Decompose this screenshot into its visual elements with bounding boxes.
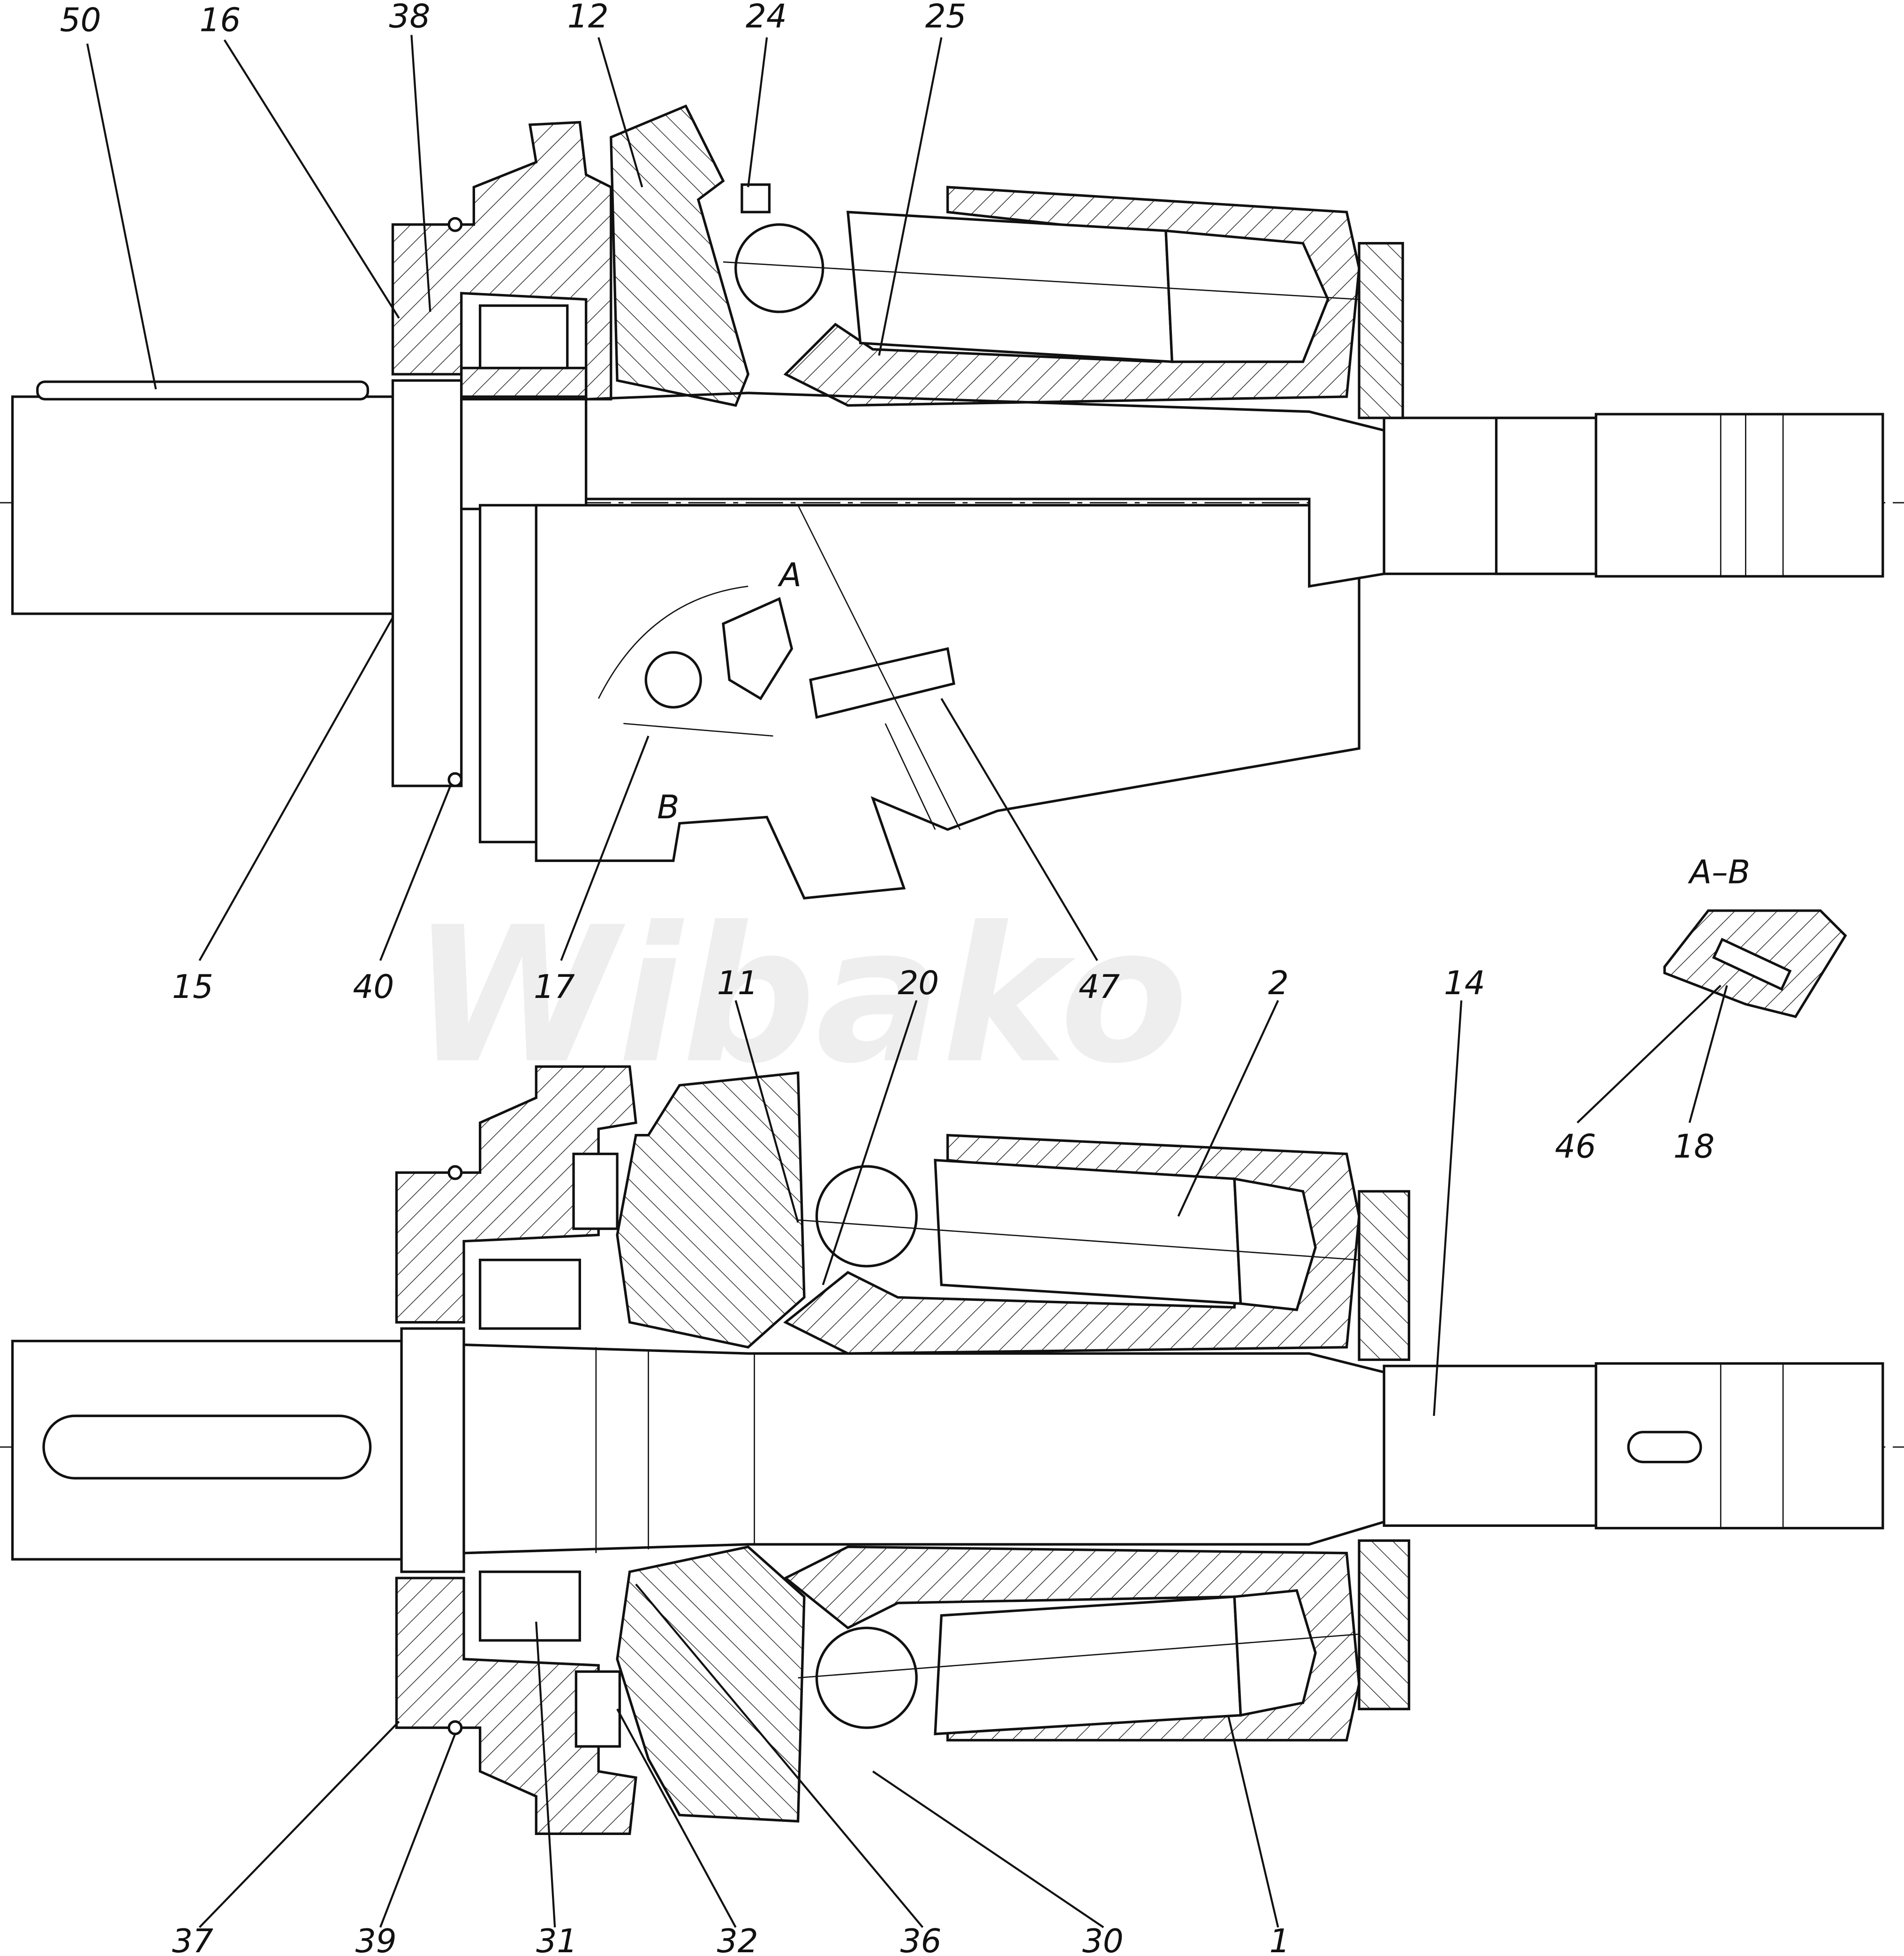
callout-2: 2	[1268, 965, 1289, 1002]
keyway	[42, 1414, 372, 1480]
callout-30: 30	[1082, 1923, 1124, 1956]
bottom-view	[0, 1065, 1904, 1835]
section-marker-b: B	[657, 789, 679, 826]
callout-14: 14	[1444, 965, 1485, 1002]
callout-25: 25	[925, 0, 967, 36]
watermark: Wibako	[411, 887, 1188, 1105]
callout-24: 24	[746, 0, 787, 36]
callout-50: 50	[60, 1, 101, 39]
callout-32: 32	[717, 1923, 758, 1956]
shaft-key	[36, 380, 370, 400]
callout-16: 16	[199, 1, 241, 39]
end-cover	[1358, 242, 1404, 419]
swash-plate	[616, 1071, 806, 1349]
callout-17: 17	[534, 968, 575, 1006]
callout-20: 20	[898, 965, 939, 1002]
bearing-housing	[391, 121, 612, 400]
callout-38: 38	[389, 0, 431, 36]
bearing-housing-lower	[395, 1577, 637, 1835]
callout-1: 1	[1269, 1923, 1290, 1956]
callout-39: 39	[355, 1923, 397, 1956]
bottom-callouts: 11 20 2 14 37 39 31 32 36 30 1	[172, 965, 1485, 1956]
output-shaft	[1383, 1365, 1597, 1527]
top-view: A B	[0, 104, 1904, 900]
section-marker-a: A	[778, 557, 801, 594]
callout-18: 18	[1673, 1128, 1715, 1166]
callout-46: 46	[1555, 1128, 1596, 1166]
swash-plate	[610, 104, 750, 407]
drive-shaft-end	[11, 395, 400, 615]
callout-40: 40	[353, 968, 394, 1006]
section-title: A–B	[1688, 853, 1750, 891]
callout-11: 11	[717, 965, 758, 1002]
callout-37: 37	[172, 1923, 213, 1956]
callout-31: 31	[536, 1923, 577, 1956]
section-detail-a-b: A–B 46 18	[1555, 853, 1847, 1166]
callout-15: 15	[172, 968, 213, 1006]
top-callouts: 50 16 38 12 24 25 15 40 17 47	[60, 0, 1120, 1006]
callout-47: 47	[1079, 968, 1120, 1006]
callout-12: 12	[567, 0, 609, 36]
bearing-housing	[395, 1065, 637, 1324]
callout-36: 36	[900, 1923, 942, 1956]
